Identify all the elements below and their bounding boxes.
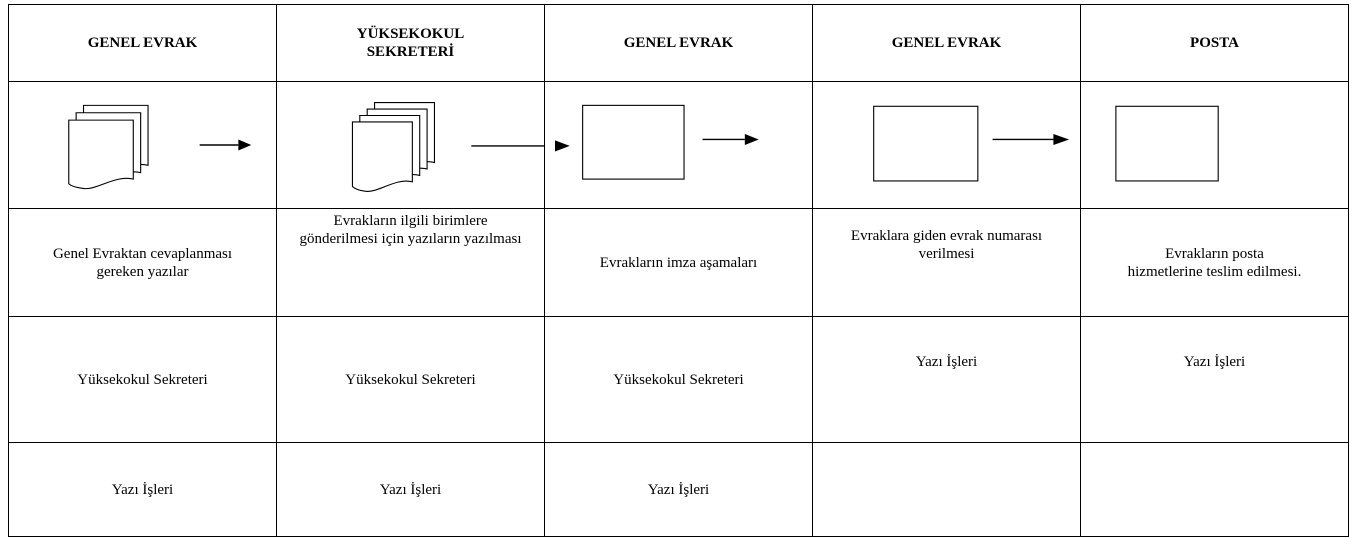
symbol-cell	[1080, 81, 1349, 209]
responsible-cell: Yazı İşleri	[812, 316, 1081, 443]
description-text: Evrakların ilgili birimlere gönderilmesi…	[299, 213, 522, 247]
description-cell: Evraklara giden evrak numarası verilmesi	[812, 208, 1081, 317]
description-text: Evraklara giden evrak numarası verilmesi	[850, 228, 1043, 262]
symbol-cell	[8, 81, 277, 209]
description-text: Evrakların posta hizmetlerine teslim edi…	[1127, 245, 1302, 280]
header-cell: GENEL EVRAK	[812, 4, 1081, 82]
description-cell: Evrakların posta hizmetlerine teslim edi…	[1080, 208, 1349, 317]
workflow-table: GENEL EVRAK YÜKSEKOKUL SEKRETERİ GENEL E…	[8, 4, 1349, 537]
symbol-cell	[812, 81, 1081, 209]
header-row: GENEL EVRAK YÜKSEKOKUL SEKRETERİ GENEL E…	[8, 4, 1349, 82]
header-cell: YÜKSEKOKUL SEKRETERİ	[276, 4, 545, 82]
description-row: Genel Evraktan cevaplanması gereken yazı…	[8, 208, 1349, 317]
description-text: Genel Evraktan cevaplanması gereken yazı…	[52, 245, 233, 280]
multi-document-icon	[68, 104, 252, 190]
symbol-row	[8, 81, 1349, 209]
responsible-cell	[1080, 442, 1349, 537]
responsible-cell: Yüksekokul Sekreteri	[276, 316, 545, 443]
header-cell: GENEL EVRAK	[8, 4, 277, 82]
process-box-icon	[1115, 105, 1219, 182]
responsible-cell: Yazı İşleri	[544, 442, 813, 537]
symbol-cell	[276, 81, 546, 209]
responsible-row: Yüksekokul Sekreteri Yüksekokul Sekreter…	[8, 316, 1349, 443]
header-cell: POSTA	[1080, 4, 1349, 82]
responsible-cell	[812, 442, 1081, 537]
multi-document-icon	[351, 102, 546, 192]
responsible-cell: Yazı İşleri	[8, 442, 277, 537]
responsible-cell: Yüksekokul Sekreteri	[544, 316, 813, 443]
description-cell: Evrakların imza aşamaları	[544, 208, 813, 317]
responsible-row: Yazı İşleri Yazı İşleri Yazı İşleri	[8, 442, 1349, 537]
responsible-cell: Yazı İşleri	[1080, 316, 1349, 443]
process-box-icon	[873, 105, 1070, 182]
description-cell: Evrakların ilgili birimlere gönderilmesi…	[276, 208, 545, 317]
process-box-icon	[555, 104, 759, 180]
responsible-cell: Yazı İşleri	[276, 442, 545, 537]
description-cell: Genel Evraktan cevaplanması gereken yazı…	[8, 208, 277, 317]
responsible-cell: Yüksekokul Sekreteri	[8, 316, 277, 443]
header-label: YÜKSEKOKUL SEKRETERİ	[356, 26, 465, 60]
symbol-cell	[544, 81, 813, 209]
header-cell: GENEL EVRAK	[544, 4, 813, 82]
